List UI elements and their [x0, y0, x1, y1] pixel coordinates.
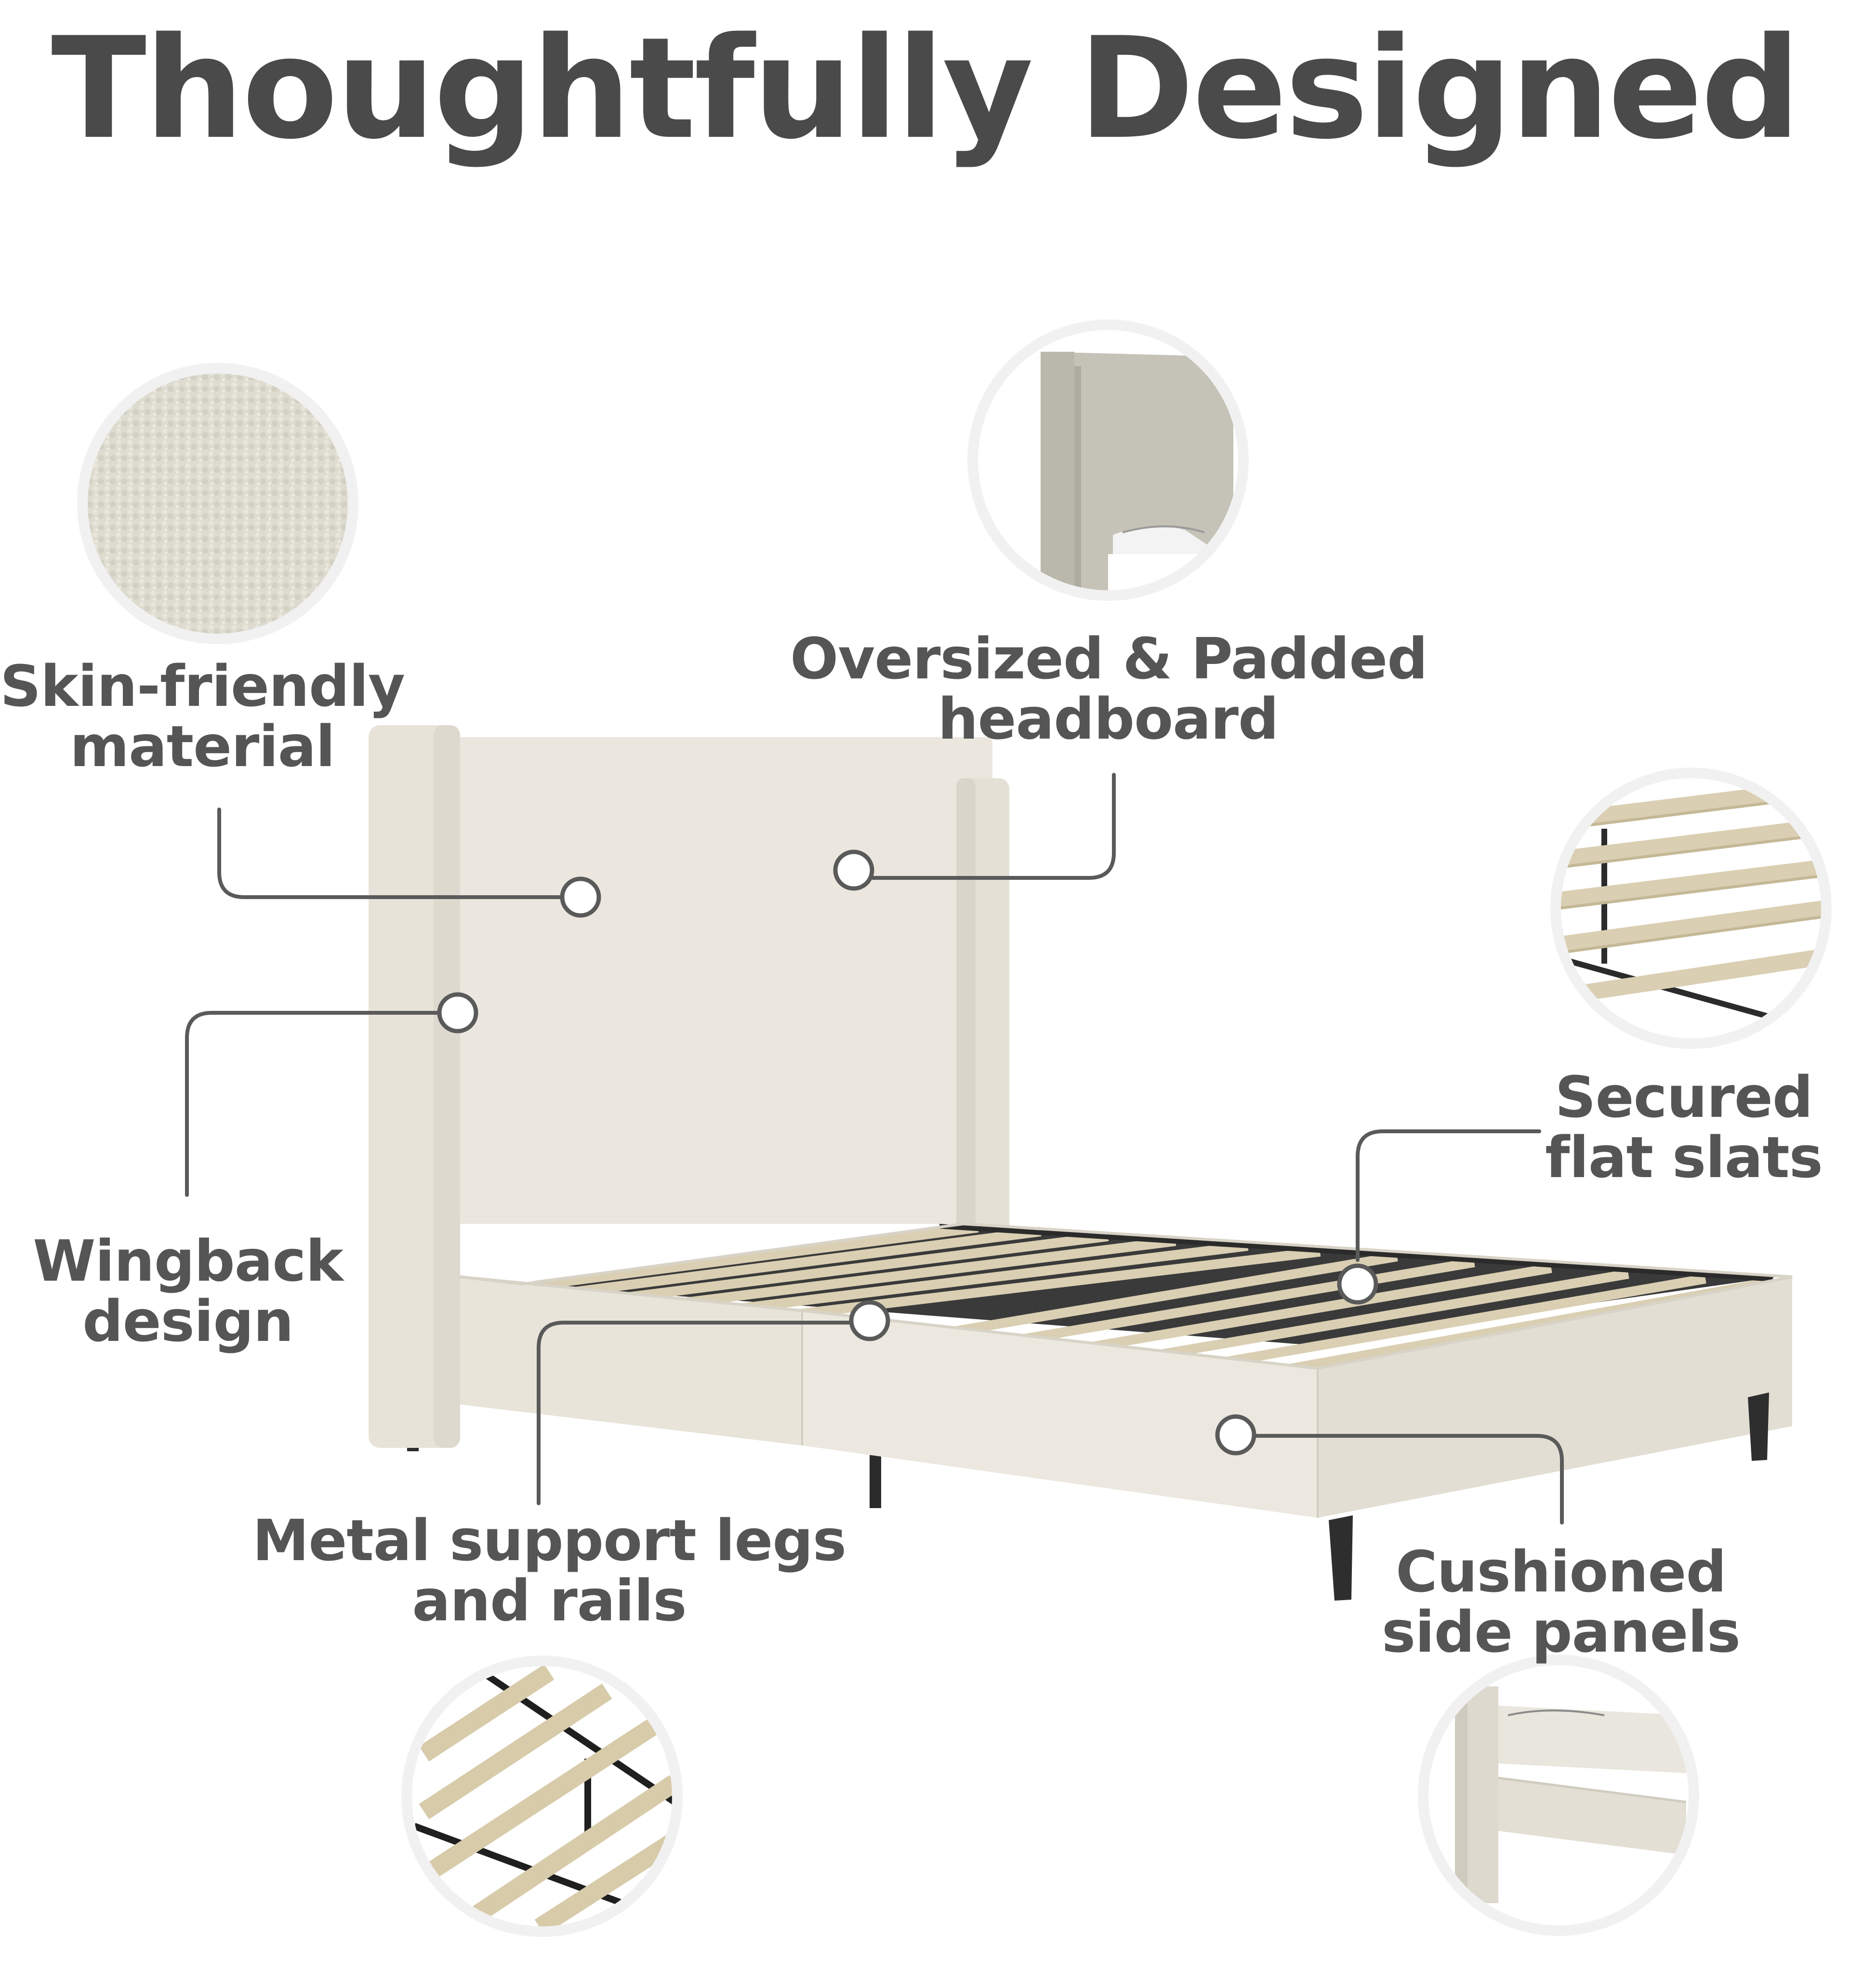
bed	[369, 725, 1793, 1601]
label-metal-legs: Metal support legs and rails	[252, 1507, 846, 1634]
slats	[534, 1223, 1764, 1391]
label-slats: Secured flat slats	[1545, 1064, 1823, 1191]
page-title: Thoughtfully Designed	[51, 8, 1801, 170]
callout-markers	[437, 849, 1378, 1456]
label-wingback: Wingback design	[33, 1228, 344, 1354]
label-side-panels: Cushioned side panels	[1381, 1538, 1741, 1665]
fabric-texture-icon	[77, 363, 358, 644]
label-skin-friendly: Skin-friendly material	[0, 653, 405, 780]
side-panel-closeup-icon	[1418, 1655, 1699, 1936]
label-headboard: Oversized & Padded headboard	[790, 625, 1428, 752]
headboard-closeup-icon	[967, 319, 1249, 601]
metal-frame-closeup-icon	[401, 1656, 683, 1937]
leader-lines	[185, 773, 1564, 1524]
slats-closeup-icon	[1550, 768, 1832, 1049]
